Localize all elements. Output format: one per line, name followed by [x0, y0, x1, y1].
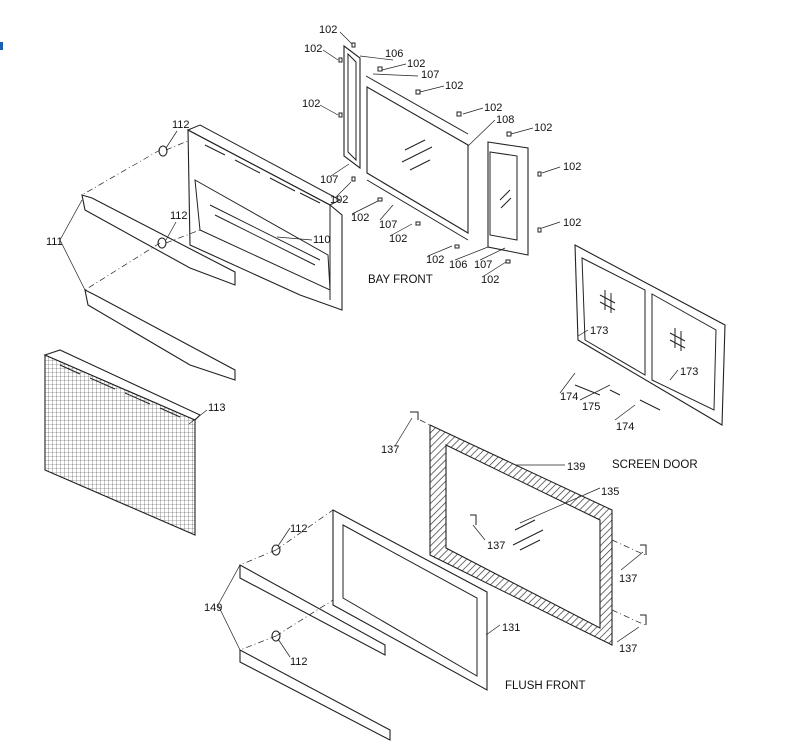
callout: 110 — [313, 234, 331, 246]
screen-door-caption: SCREEN DOOR — [612, 459, 698, 471]
callout: 102 — [563, 161, 581, 173]
callout: 102 — [426, 254, 444, 266]
callout: 174 — [616, 421, 634, 433]
callout: 102 — [351, 212, 369, 224]
callout: 137 — [619, 643, 637, 655]
callout: 137 — [381, 444, 399, 456]
bay-front-caption: BAY FRONT — [368, 274, 433, 286]
bay-front-assembly — [338, 42, 542, 264]
callout: 112 — [170, 210, 188, 222]
callout: 111 — [46, 236, 63, 248]
glass-frame-139 — [410, 411, 647, 646]
mesh-screen-113 — [43, 349, 201, 536]
callout: 102 — [484, 102, 502, 114]
callout: 108 — [496, 114, 514, 126]
callout: 102 — [407, 58, 425, 70]
callout: 102 — [563, 217, 581, 229]
callout: 106 — [385, 48, 403, 60]
callout: 112 — [290, 656, 308, 668]
callout: 102 — [481, 274, 499, 286]
flush-front-131 — [239, 509, 488, 741]
callout: 102 — [304, 43, 322, 55]
callout: 112 — [172, 119, 190, 131]
callout: 149 — [204, 602, 222, 614]
callout: 175 — [582, 401, 600, 413]
callout: 112 — [290, 523, 308, 535]
screen-door-assembly — [574, 244, 726, 426]
callout: 107 — [320, 174, 338, 186]
callout: 137 — [487, 540, 505, 552]
callouts: 102 102 106 102 107 102 102 102 108 102 … — [46, 24, 698, 692]
callout: 139 — [567, 461, 585, 473]
callout: 102 — [330, 194, 348, 206]
callout: 106 — [449, 259, 467, 271]
callout: 131 — [502, 622, 520, 634]
bay-main-glass — [366, 86, 469, 234]
callout: 102 — [302, 98, 320, 110]
callout: 173 — [680, 366, 698, 378]
callout: 107 — [379, 219, 397, 231]
front-frame-110 — [186, 124, 343, 311]
bay-side-panel-left — [343, 44, 361, 170]
callout: 102 — [534, 122, 552, 134]
callout: 135 — [601, 486, 619, 498]
callout: 107 — [421, 69, 439, 81]
callout: 107 — [474, 259, 492, 271]
callout: 137 — [619, 573, 637, 585]
edge-marker — [0, 42, 3, 50]
callout: 102 — [319, 24, 337, 36]
rods-111 — [81, 139, 236, 381]
leader-lines — [59, 31, 679, 658]
bay-side-glass-right — [487, 141, 529, 256]
flush-front-caption: FLUSH FRONT — [505, 680, 586, 692]
callout: 173 — [590, 325, 608, 337]
callout: 102 — [445, 80, 463, 92]
callout: 113 — [208, 402, 226, 414]
callout: 174 — [560, 391, 578, 403]
callout: 102 — [389, 233, 407, 245]
